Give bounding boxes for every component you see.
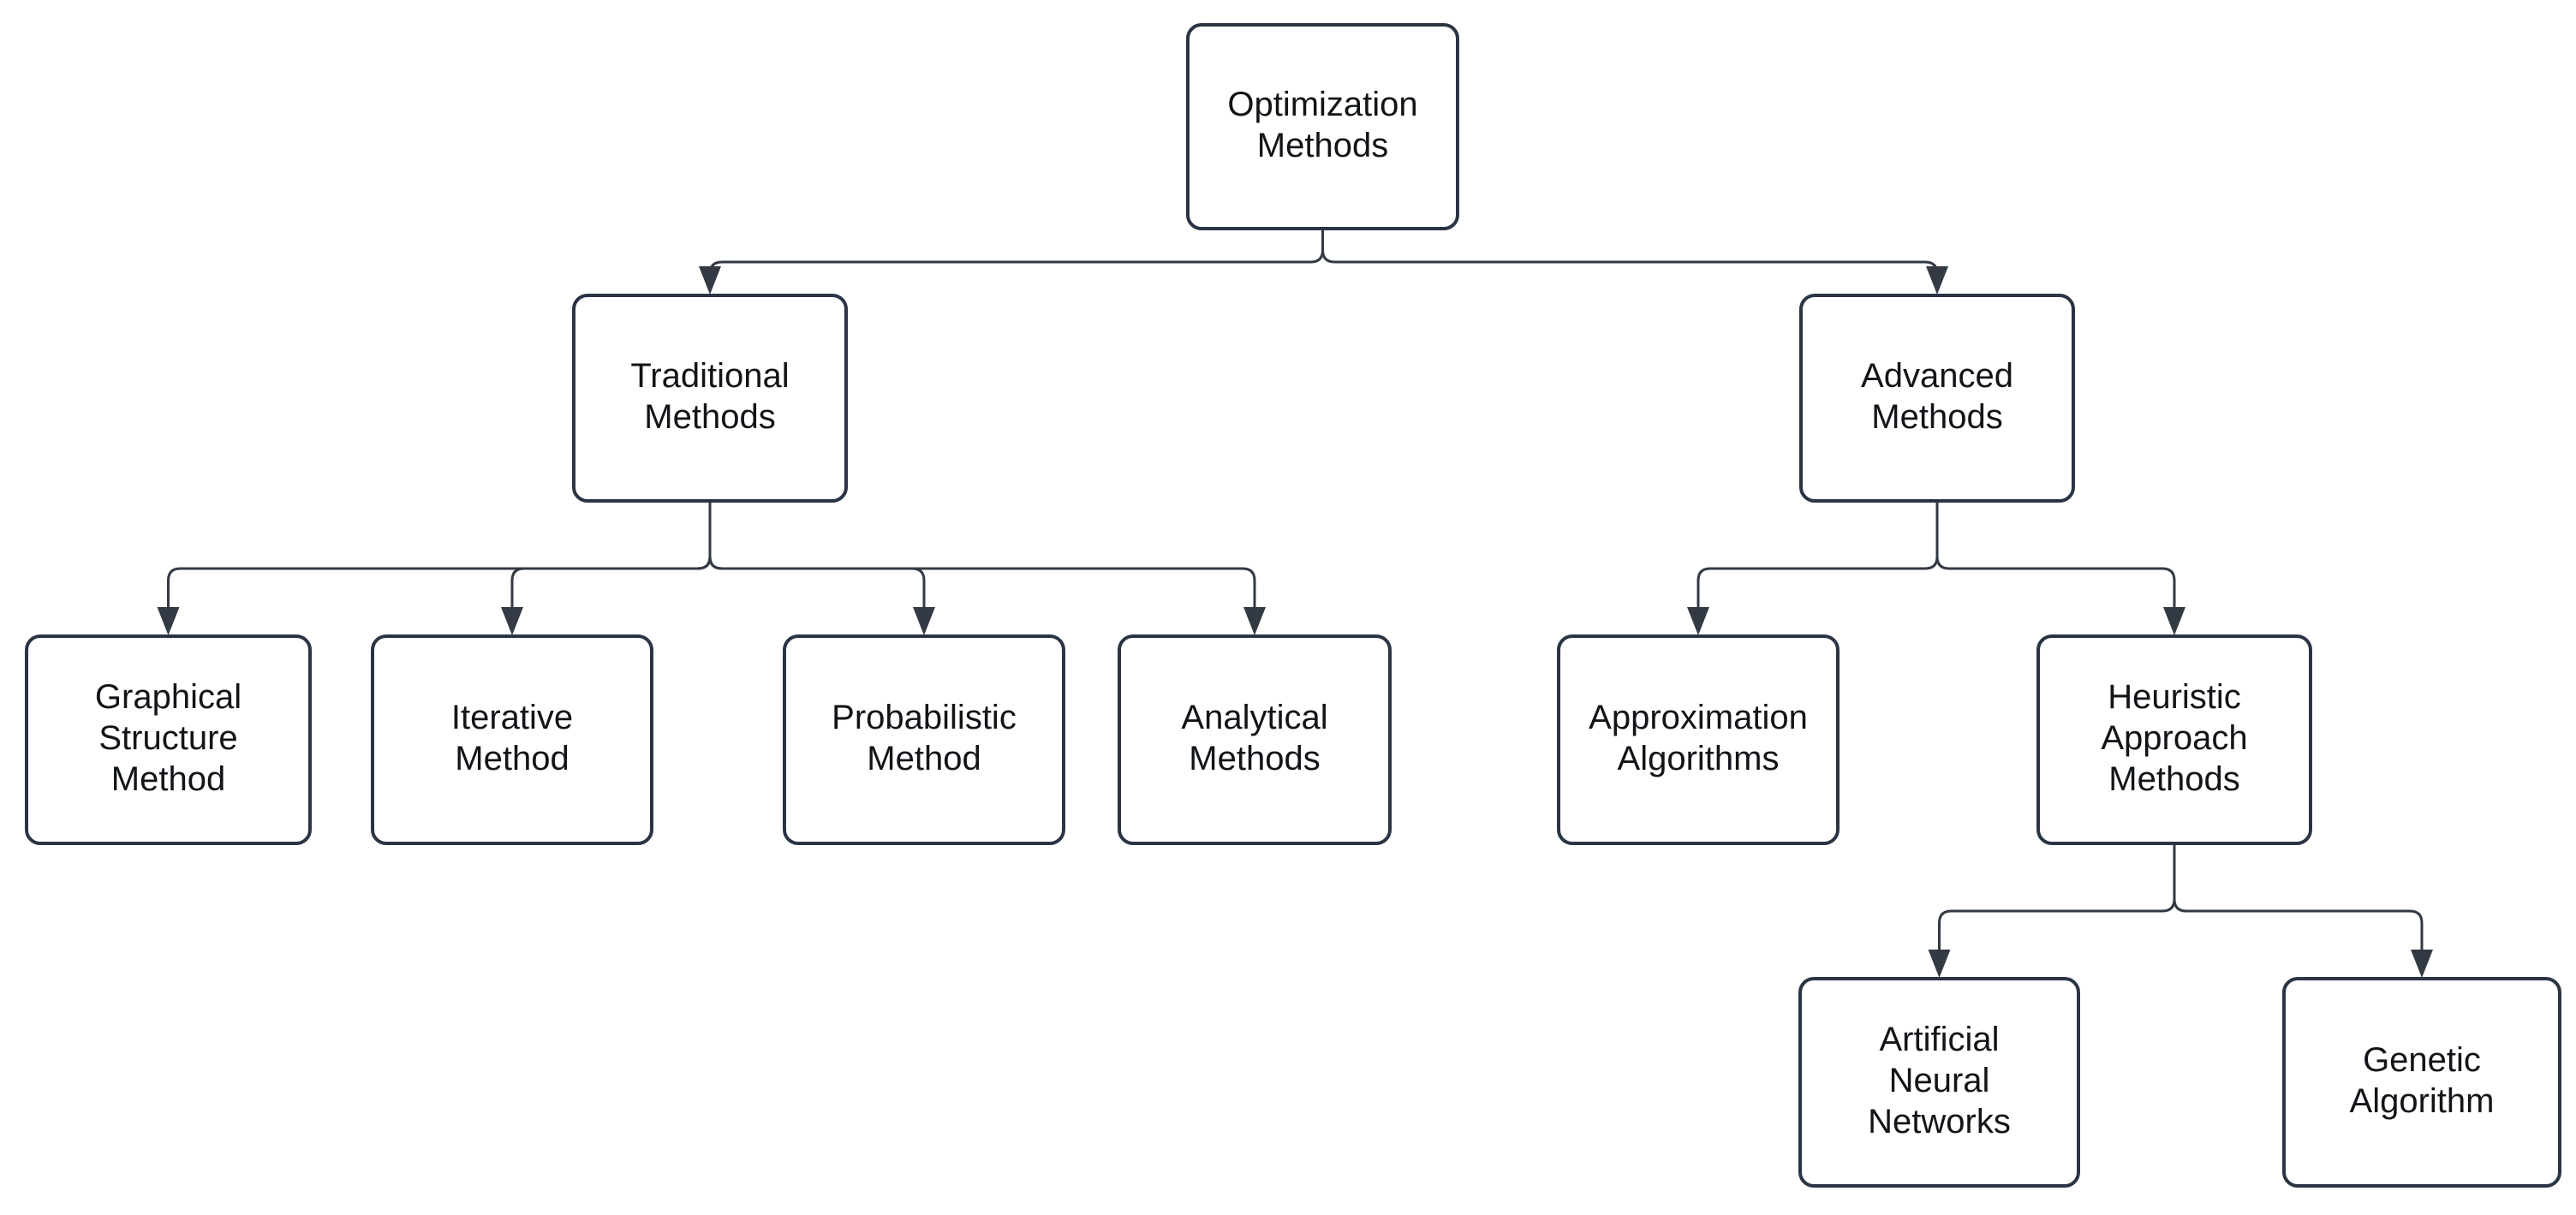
node-box-probabilistic-method[interactable] [783, 634, 1065, 845]
arrowhead-icon [913, 607, 935, 635]
node-box-advanced-methods[interactable] [1799, 294, 2075, 503]
arrowhead-icon [2163, 607, 2185, 635]
arrowhead-icon [1243, 607, 1266, 635]
arrowhead-icon [699, 266, 721, 295]
node-box-heuristic-approach-methods[interactable] [2036, 634, 2312, 845]
node-box-genetic-algorithm[interactable] [2282, 977, 2561, 1188]
edge-heuristic-approach-methods-to-artificial-neural-networks [1928, 843, 2176, 978]
node-box-artificial-neural-networks[interactable] [1798, 977, 2080, 1188]
arrowhead-icon [1928, 950, 1951, 978]
node-box-approximation-algorithms[interactable] [1557, 634, 1840, 845]
edge-traditional-methods-to-iterative-method [501, 501, 712, 635]
edge-advanced-methods-to-approximation-algorithms [1687, 501, 1939, 635]
edge-advanced-methods-to-heuristic-approach-methods [1935, 501, 2185, 635]
node-box-iterative-method[interactable] [371, 634, 653, 845]
arrowhead-icon [1926, 266, 1948, 295]
edge-traditional-methods-to-analytical-methods [708, 501, 1266, 635]
arrowhead-icon [2411, 950, 2433, 978]
edge-heuristic-approach-methods-to-genetic-algorithm [2173, 843, 2433, 978]
arrowhead-icon [157, 607, 180, 635]
edge-optimization-methods-to-advanced-methods [1321, 229, 1948, 295]
node-box-traditional-methods[interactable] [572, 294, 848, 503]
arrowhead-icon [501, 607, 523, 635]
edge-optimization-methods-to-traditional-methods [699, 229, 1324, 295]
arrowhead-icon [1687, 607, 1709, 635]
node-box-analytical-methods[interactable] [1118, 634, 1392, 845]
node-box-optimization-methods[interactable] [1186, 23, 1459, 230]
edge-layer [157, 229, 2433, 978]
node-box-graphical-structure-method[interactable] [25, 634, 312, 845]
